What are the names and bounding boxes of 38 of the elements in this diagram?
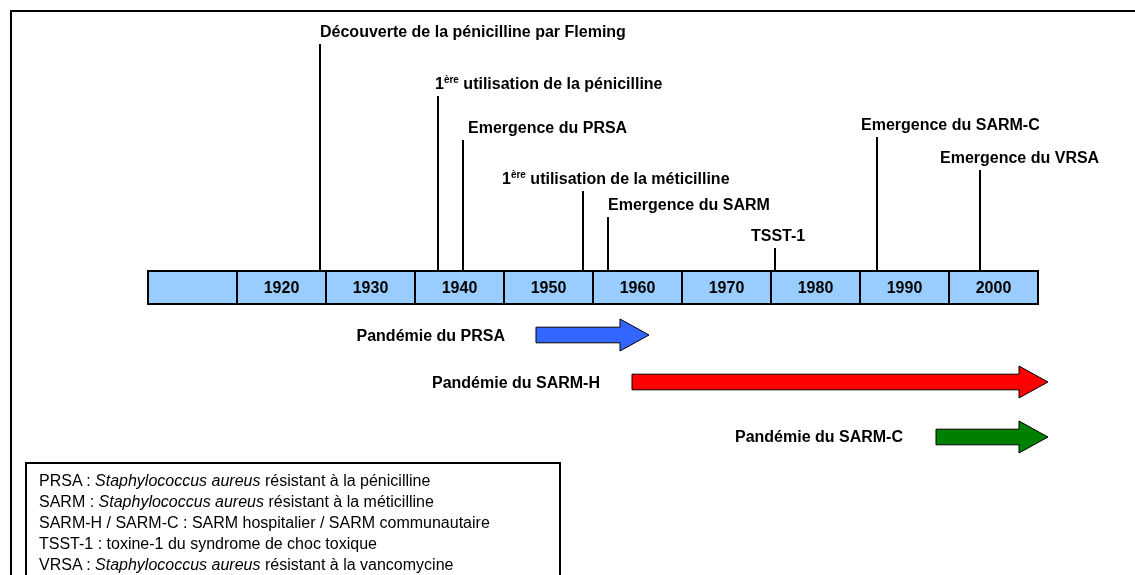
abbreviation-line: VRSA : Staphylococcus aureus résistant à la vancomycine <box>39 555 455 575</box>
timeline-cell: 1980 <box>770 270 861 305</box>
leader-line <box>876 136 878 271</box>
event-label: Emergence du SARM <box>608 195 770 215</box>
leader-line <box>607 216 609 271</box>
timeline-cell <box>147 270 238 305</box>
timeline-cell: 1990 <box>859 270 950 305</box>
abbreviation-line: PRSA : Staphylococcus aureus résistant à la pénicilline <box>39 471 432 491</box>
event-label: 1$^{ère}$ utilisation de la pénicilline <box>435 70 663 95</box>
event-label: Emergence du SARM-C <box>861 115 1040 135</box>
leader-line <box>582 190 584 271</box>
abbreviation-box <box>25 462 561 575</box>
period-bar <box>935 420 1049 454</box>
event-label: Emergence du VRSA <box>940 148 1100 168</box>
abbreviation-line: SARM-H / SARM-C : SARM hospitalier / SARM communautaire <box>39 513 491 533</box>
abbreviation-line: TSST-1 : toxine-1 du syndrome de choc toxique <box>39 534 378 554</box>
leader-line <box>437 95 439 271</box>
leader-line <box>774 247 776 271</box>
leader-line <box>462 139 464 271</box>
abbreviation-line: SARM : Staphylococcus aureus résistant à la méticilline <box>39 492 435 512</box>
timeline-cell: 1940 <box>414 270 505 305</box>
event-label: Emergence du PRSA <box>468 118 628 138</box>
period-bar <box>631 365 1049 399</box>
timeline-cell: 1930 <box>325 270 416 305</box>
leader-line <box>319 43 321 271</box>
timeline-cell: 1950 <box>503 270 594 305</box>
period-label: Pandémie du SARM-H <box>432 373 600 393</box>
event-label: Découverte de la pénicilline par Fleming <box>320 22 626 42</box>
timeline-cell: 1960 <box>592 270 683 305</box>
timeline-cell: 2000 <box>948 270 1039 305</box>
event-label: 1$^{ère}$ utilisation de la méticilline <box>502 165 730 190</box>
leader-line <box>979 169 981 271</box>
timeline-cell: 1970 <box>681 270 772 305</box>
period-label: Pandémie du SARM-C <box>735 427 903 447</box>
timeline-cell: 1920 <box>236 270 327 305</box>
period-label: Pandémie du PRSA <box>356 326 505 346</box>
period-bar <box>535 318 650 352</box>
event-label: TSST-1 <box>751 226 806 246</box>
